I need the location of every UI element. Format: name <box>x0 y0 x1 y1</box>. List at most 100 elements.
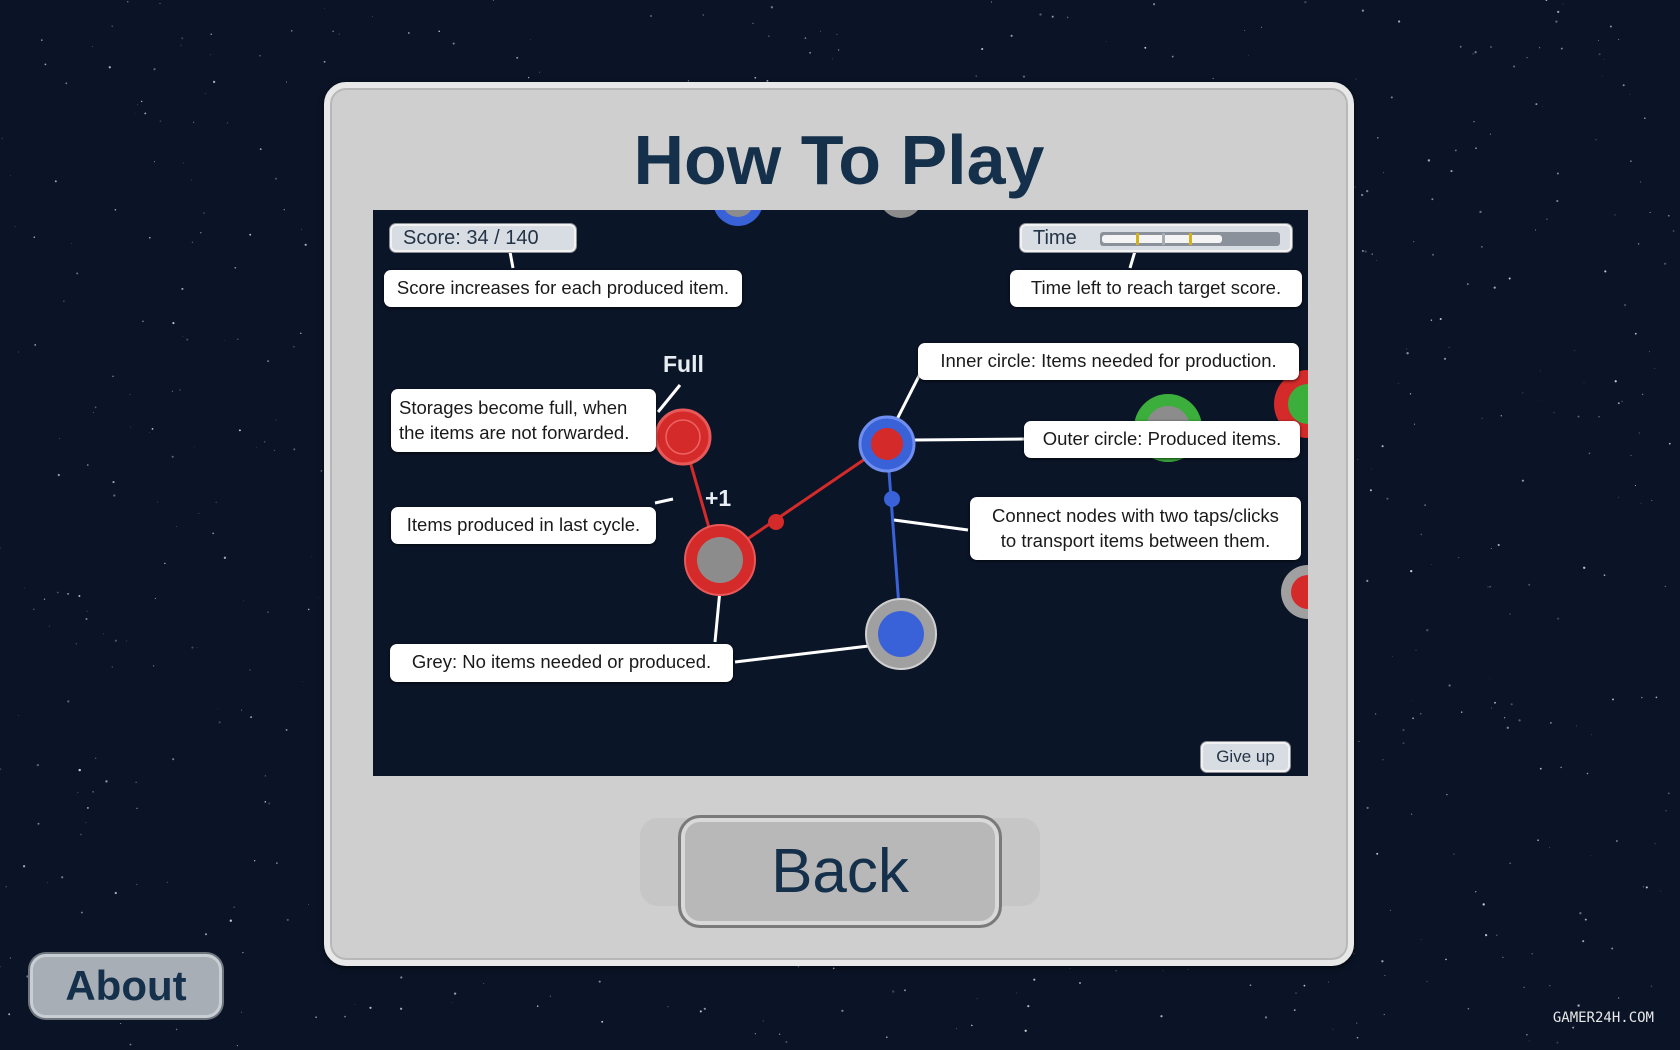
star <box>1406 352 1409 355</box>
star <box>1654 367 1656 369</box>
star <box>1171 55 1174 58</box>
star <box>300 332 302 335</box>
star <box>1212 78 1214 79</box>
star <box>250 716 253 719</box>
star <box>1 137 3 140</box>
star <box>1598 416 1600 418</box>
star <box>1513 65 1516 68</box>
star <box>307 608 310 611</box>
star <box>1591 734 1592 736</box>
star <box>1601 75 1603 77</box>
star <box>1664 262 1667 265</box>
star <box>1466 283 1469 286</box>
star <box>1474 51 1477 54</box>
star <box>1293 1009 1296 1012</box>
star <box>1066 16 1069 19</box>
star <box>44 63 47 66</box>
star <box>130 426 132 428</box>
star <box>1493 286 1496 289</box>
star <box>1598 40 1600 41</box>
star <box>1328 981 1330 983</box>
star <box>1402 742 1405 745</box>
star <box>536 1005 539 1007</box>
about-button[interactable]: About <box>30 954 222 1018</box>
star <box>276 862 278 864</box>
star <box>1526 56 1528 59</box>
star <box>1650 985 1653 987</box>
star <box>196 646 198 648</box>
star <box>770 6 774 9</box>
star <box>975 75 977 77</box>
star <box>1450 170 1453 173</box>
star <box>1356 1036 1359 1039</box>
star <box>151 428 154 430</box>
star <box>54 180 57 183</box>
star <box>1479 210 1482 214</box>
star <box>191 241 194 243</box>
star <box>304 243 307 246</box>
star <box>1586 772 1589 775</box>
star <box>136 883 138 886</box>
star <box>1356 1022 1358 1024</box>
star <box>1665 809 1667 812</box>
star <box>1572 1026 1575 1029</box>
star <box>1560 47 1563 50</box>
transport-item-blue <box>884 491 900 507</box>
node-converter-inner <box>871 428 903 460</box>
star <box>233 906 235 908</box>
star <box>1588 452 1591 455</box>
star <box>291 30 293 32</box>
star <box>990 1 993 3</box>
star <box>218 721 221 724</box>
star <box>539 71 541 73</box>
star <box>1424 504 1426 506</box>
star <box>241 709 243 711</box>
give-up-button[interactable]: Give up <box>1201 742 1290 772</box>
star <box>234 266 237 269</box>
score-display: Score: 34 / 140 <box>390 224 576 252</box>
star <box>259 55 261 57</box>
star <box>1553 412 1555 414</box>
star <box>1332 1028 1334 1030</box>
star <box>1354 186 1356 188</box>
star <box>754 76 757 79</box>
star <box>1481 246 1483 248</box>
star <box>254 860 256 862</box>
star <box>1039 13 1042 16</box>
star <box>1639 181 1642 183</box>
node-top-blue <box>714 210 762 226</box>
star <box>1389 909 1392 911</box>
star <box>1583 382 1585 383</box>
star <box>180 44 182 46</box>
star <box>114 891 117 895</box>
star <box>1664 585 1667 588</box>
star <box>1491 707 1493 709</box>
star <box>67 700 70 703</box>
star <box>92 46 93 47</box>
label-full: Full <box>663 351 704 377</box>
star <box>175 1028 178 1031</box>
star <box>1616 840 1618 842</box>
star <box>224 340 226 342</box>
star <box>47 882 48 884</box>
star <box>41 39 43 41</box>
star <box>56 591 59 594</box>
star <box>1506 726 1509 729</box>
star <box>36 763 40 767</box>
star <box>205 933 207 936</box>
star <box>18 351 20 353</box>
time-progress-bar <box>1100 232 1280 246</box>
star <box>1540 370 1541 372</box>
star <box>229 919 232 922</box>
star <box>237 338 239 341</box>
star <box>344 1015 346 1018</box>
star <box>58 437 61 440</box>
star <box>302 681 303 682</box>
back-button[interactable]: Back <box>678 815 1002 928</box>
star <box>1475 891 1477 893</box>
star <box>43 598 46 600</box>
star <box>172 758 175 761</box>
page-title: How To Play <box>633 121 1045 199</box>
star <box>323 60 326 63</box>
star <box>1562 3 1564 5</box>
